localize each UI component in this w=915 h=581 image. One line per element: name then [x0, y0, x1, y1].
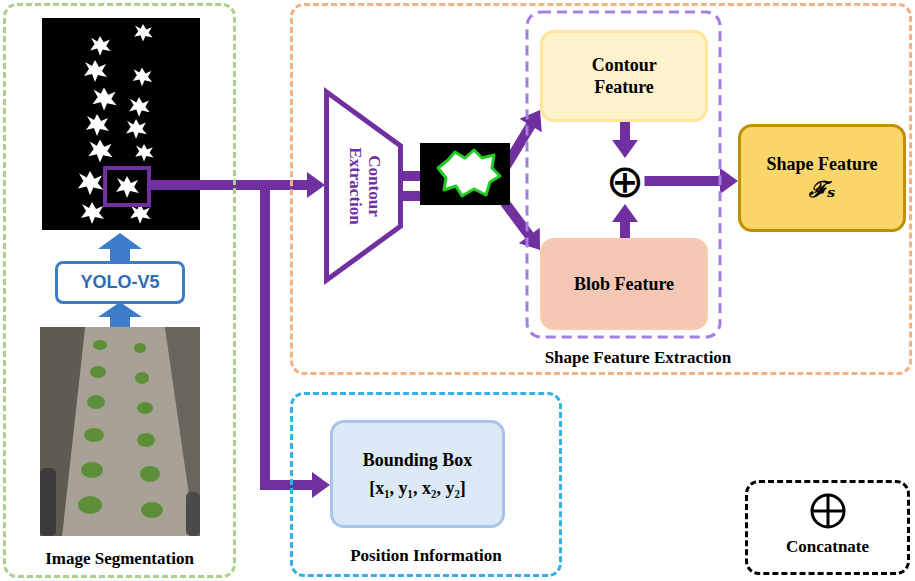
plant [84, 428, 104, 442]
region-heading: Image Segmentation [6, 549, 233, 569]
plant-blob [126, 119, 147, 139]
plant [93, 340, 107, 350]
legend-text: Concatnate [748, 537, 907, 557]
shape-feature-region: Shape Feature Extraction Contour Extracti… [290, 3, 912, 375]
plant-blob [86, 114, 109, 136]
up-arrow [98, 302, 142, 327]
box-title: YOLO-V5 [80, 271, 159, 294]
concat-node: ⊕ [606, 158, 645, 204]
plant-blob [116, 176, 139, 198]
plant [78, 496, 102, 514]
tractor-wheel [40, 468, 56, 536]
flow-arrow [612, 122, 638, 158]
mask-blobs [78, 24, 154, 224]
plant [137, 433, 155, 447]
region-heading: Position Information [293, 546, 559, 566]
contour-outline [438, 150, 500, 196]
segmentation-mask [42, 18, 200, 230]
contour-image [420, 143, 510, 205]
photo-ground [40, 327, 200, 536]
box-title: Contour Feature [592, 54, 657, 99]
crop-highlight [105, 168, 149, 205]
region-heading: Shape Feature Extraction [508, 348, 768, 368]
arrow-head [612, 204, 638, 222]
arrow-head [720, 168, 738, 194]
contour-extraction-trapezoid: Contour Extraction [325, 90, 402, 282]
plant-blob [90, 36, 111, 56]
segmentation-region: Image Segmentation YOLO-V5 [3, 3, 236, 578]
feature-group-box [527, 12, 720, 337]
output-box: Bounding Box [x₁, y₁, x₂, y₂] [330, 420, 505, 528]
arrow-head [307, 172, 325, 198]
concat-cross [827, 495, 830, 527]
crop-arrow-shaft [149, 180, 238, 190]
flow-arrow [612, 204, 638, 238]
contour-background [420, 143, 510, 205]
plant [141, 502, 163, 518]
arrow-head [520, 110, 542, 132]
concat-symbol [808, 491, 848, 531]
output-box: Shape Featureℱₛ [738, 124, 906, 232]
tractor-wheel [186, 492, 200, 536]
concat-circle [812, 495, 844, 527]
plant [90, 366, 106, 378]
plant-blob [129, 97, 150, 117]
box-title: Blob Feature [574, 273, 674, 296]
arrow-shaft [620, 122, 630, 141]
box-title: Bounding Box [363, 449, 473, 472]
plant [135, 372, 149, 384]
furrow [165, 327, 200, 536]
model-box: YOLO-V5 [55, 261, 185, 304]
stage-label: Contour Extraction [345, 147, 382, 224]
plant-blob [92, 88, 116, 111]
arrow-head [519, 228, 540, 250]
arrow-head [312, 472, 330, 498]
plant-blob [88, 140, 112, 163]
feature-box: Contour Feature [540, 30, 708, 122]
position-region: Position Information Bounding Box [x₁, y₁,… [290, 392, 562, 577]
plant [87, 395, 105, 409]
legend-box: Concatnate [745, 480, 910, 575]
box-title: Shape Feature [766, 153, 877, 176]
box-subtext: ℱₛ [809, 176, 836, 204]
field-photo [40, 327, 200, 536]
arrow-shaft [236, 185, 313, 485]
trapezoid-outline [327, 92, 401, 280]
plant [134, 343, 146, 353]
feature-box: Blob Feature [540, 238, 708, 330]
arrow-head [612, 140, 638, 158]
box-subtext: [x₁, y₁, x₂, y₂] [369, 477, 466, 500]
plant-blob [81, 202, 104, 224]
plant-blob [135, 144, 153, 162]
plant [81, 462, 103, 478]
photo-plants [78, 340, 163, 518]
flow-arrow [645, 168, 739, 194]
plant-blob [134, 24, 152, 42]
arrow-shaft [620, 221, 630, 238]
concat-symbol-text: ⊕ [606, 158, 645, 204]
arrow-shaft [645, 176, 722, 186]
plant [140, 466, 160, 482]
plant [137, 402, 153, 414]
plant-blob [133, 68, 153, 87]
plant-blob [78, 171, 103, 195]
up-arrow [98, 233, 142, 263]
flow-arrow [236, 185, 330, 498]
plant-blob [84, 60, 107, 82]
